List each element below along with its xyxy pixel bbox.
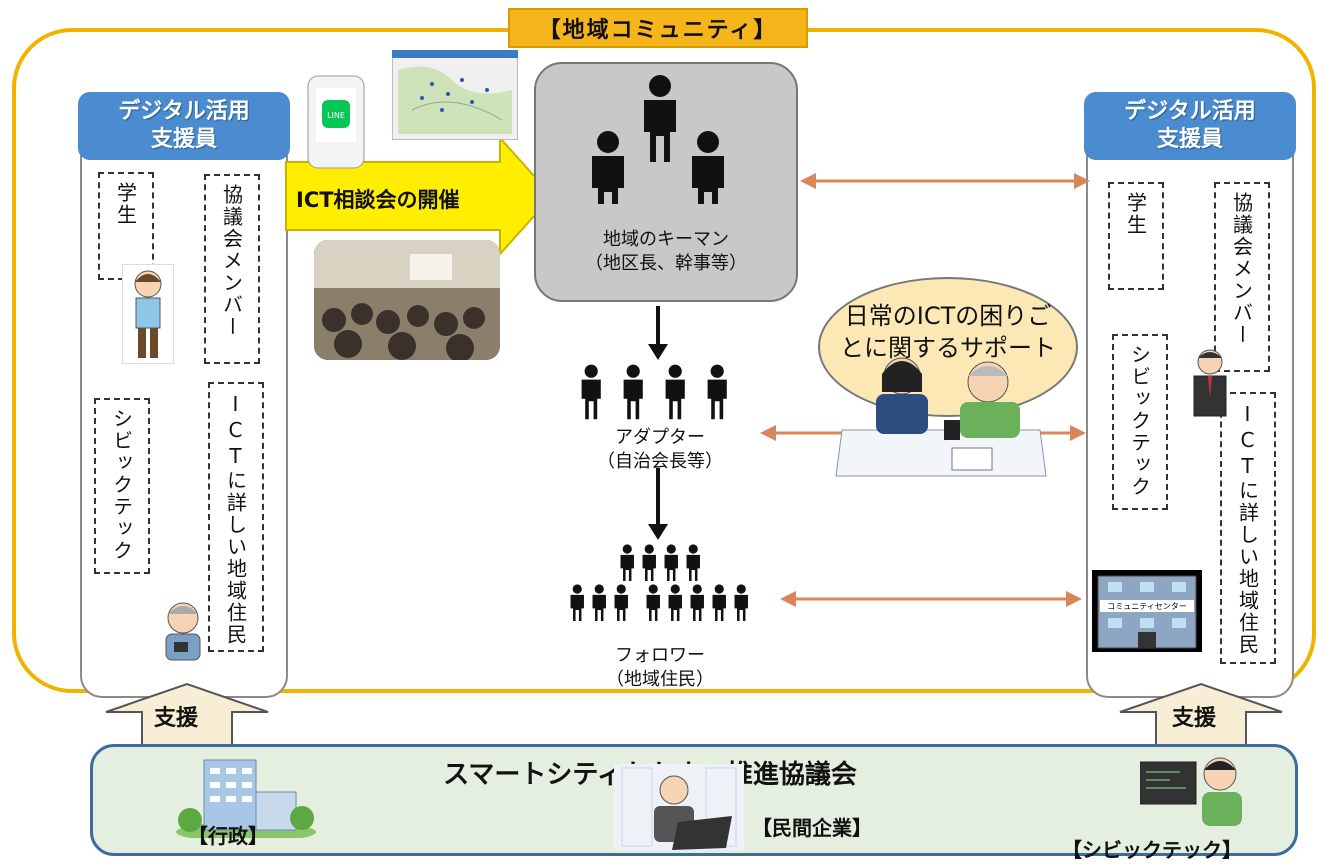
left-heading-line2: 支援員: [150, 127, 217, 152]
community-center-illustration: コミュニティセンター: [1092, 570, 1202, 652]
daily-support-line1: 日常のICTの困りご: [844, 302, 1052, 330]
student-illustration: [122, 264, 174, 364]
keyman-line1: 地域のキーマン: [603, 229, 729, 250]
government-building-illustration: [176, 759, 316, 838]
left-heading-line1: デジタル活用: [118, 99, 250, 124]
ict-meeting-label: ICT相談会の開催: [296, 188, 460, 212]
council-company-label: 【民間企業】: [752, 816, 872, 840]
right-heading-line1: デジタル活用: [1124, 99, 1256, 124]
adapter-label: アダプター （自治会長等）: [560, 426, 760, 474]
down-arrow-adapter-follower: [648, 468, 668, 540]
adapter-line1: アダプター: [615, 427, 705, 448]
down-arrow-keyman-adapter: [648, 306, 668, 360]
map-screenshot-illustration: [392, 50, 518, 140]
follower-line1: フォロワー: [615, 645, 705, 666]
follower-line2: （地域住民）: [606, 669, 714, 690]
elderly-user-illustration: [165, 602, 201, 661]
line-phone-illustration: LINE: [307, 75, 365, 169]
council-civic-label: 【シビックテック】: [1062, 838, 1242, 862]
keyman-support-arrow: [800, 173, 1090, 189]
support-label-left: 支援: [154, 706, 199, 731]
left-student-box: 学生: [98, 172, 154, 280]
left-civic-tech-box: シビックテック: [94, 398, 150, 574]
businessman-illustration: [1193, 349, 1227, 417]
daily-support-line2: とに関するサポート: [840, 334, 1056, 362]
keyman-line2: （地区長、幹事等）: [585, 253, 747, 274]
support-scene-illustration: [835, 357, 1047, 477]
adapter-line2: （自治会長等）: [597, 451, 723, 472]
left-ict-resident-box: ICTに詳しい地域住民: [208, 382, 264, 652]
community-center-sign: コミュニティセンター: [1107, 602, 1187, 611]
left-support-heading: デジタル活用 支援員: [78, 92, 290, 160]
follower-people-icon: [570, 544, 748, 621]
right-support-heading: デジタル活用 支援員: [1084, 92, 1296, 160]
keyman-label: 地域のキーマン （地区長、幹事等）: [534, 228, 798, 276]
community-title: 【地域コミュニティ】: [508, 8, 808, 48]
left-council-member-box: 協議会メンバー: [204, 174, 260, 364]
support-arrow-right: [1119, 682, 1283, 747]
civic-tech-illustration: [1140, 757, 1242, 826]
right-student-box: 学生: [1108, 182, 1164, 290]
company-office-illustration: [614, 764, 744, 850]
follower-support-arrow: [780, 591, 1082, 607]
right-civic-tech-box: シビックテック: [1112, 334, 1168, 510]
adapter-people-icon: [581, 364, 727, 420]
daily-support-text: 日常のICTの困りご とに関するサポート: [818, 300, 1078, 364]
support-label-right: 支援: [1172, 706, 1217, 731]
right-ict-resident-box: ICTに詳しい地域住民: [1220, 392, 1276, 664]
meeting-photo: [314, 240, 500, 360]
daily-support-bubble: [818, 277, 1078, 417]
follower-label: フォロワー （地域住民）: [560, 644, 760, 692]
keyman-people-icon: [592, 75, 724, 204]
right-council-member-box: 協議会メンバー: [1214, 182, 1270, 372]
line-app-label: LINE: [327, 111, 345, 120]
right-heading-line2: 支援員: [1156, 127, 1223, 152]
council-gov-label: 【行政】: [188, 824, 268, 848]
support-arrow-left: [105, 682, 269, 747]
